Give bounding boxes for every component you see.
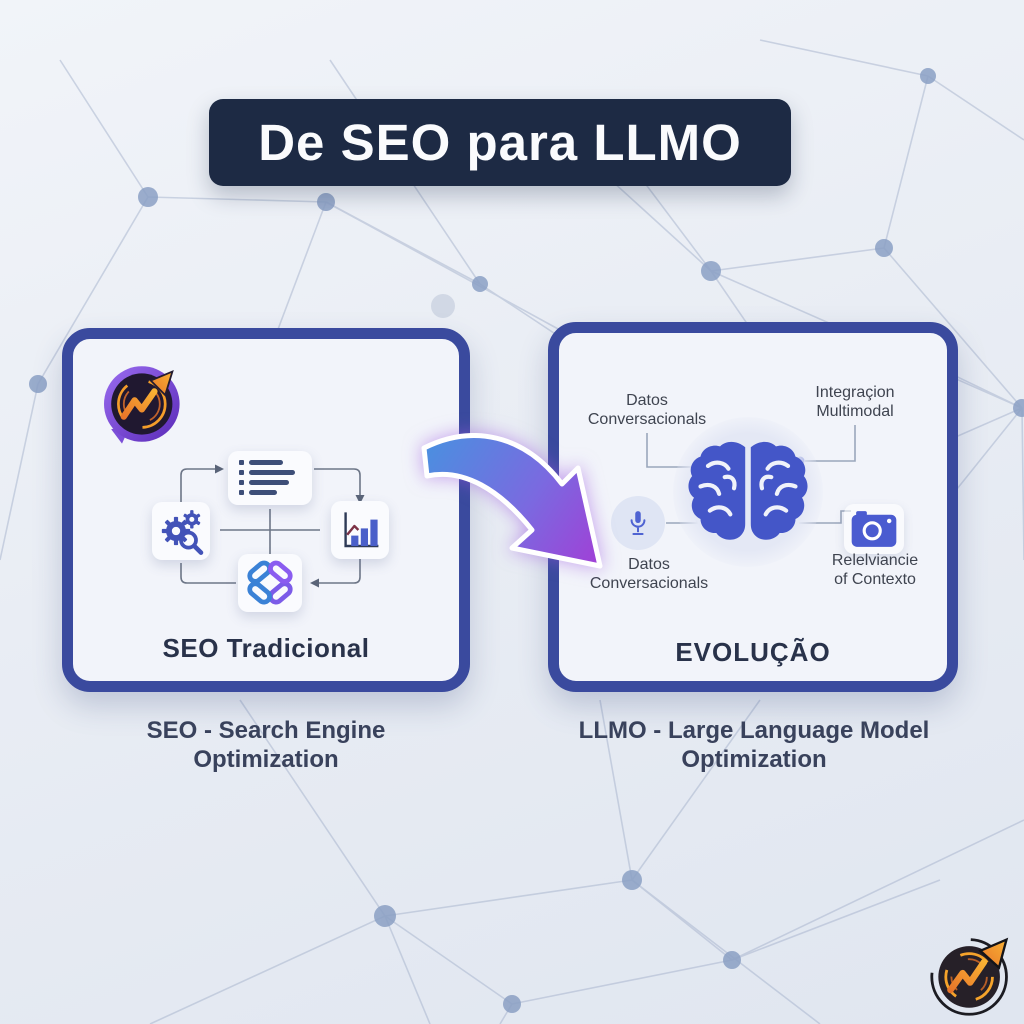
llmo-card: Datos Conversacionals Integraçion Multim… [548, 322, 958, 692]
seo-card: SEO Tradicional [62, 328, 470, 692]
feature-top-right-line2: Multimodal [816, 403, 894, 420]
gear-search-icon [152, 502, 210, 560]
page-title: De SEO para LLMO [258, 114, 742, 171]
feature-top-left-line2: Conversacionals [587, 411, 707, 428]
llmo-caption: LLMO - Large Language Model Optimization [548, 716, 960, 774]
microphone-icon [611, 496, 665, 550]
title-banner: De SEO para LLMO [209, 99, 791, 186]
seo-caption-line2: Optimization [193, 746, 339, 773]
brain-icon [688, 441, 808, 540]
brain-backdrop [673, 417, 823, 567]
seo-cycle-connectors [180, 464, 365, 588]
llmo-caption-line1: LLMO - Large Language Model [578, 717, 930, 744]
feature-label-bottom-left: Datos Conversacionals [579, 555, 719, 593]
camera-icon [844, 504, 904, 554]
growth-chat-logo-icon [104, 366, 180, 444]
llmo-caption-line2: Optimization [681, 746, 827, 773]
bar-chart-icon [331, 501, 389, 559]
seo-caption-line1: SEO - Search Engine [146, 717, 386, 744]
feature-bottom-left-line1: Datos [628, 556, 670, 573]
feature-bottom-right-line2: of Contexto [834, 571, 916, 588]
growth-logo-bottom-icon [930, 937, 1009, 1016]
checklist-icon [228, 451, 312, 505]
feature-bottom-right-line1: Relelviancie [831, 552, 919, 569]
llmo-card-label: EVOLUÇÃO [675, 637, 831, 667]
feature-label-top-left: Datos Conversacionals [577, 391, 717, 429]
feature-top-left-line1: Datos [626, 392, 668, 409]
feature-bottom-left-line2: Conversacionals [589, 575, 709, 592]
feature-label-top-right: Integraçion Multimodal [785, 383, 925, 421]
link-chain-icon [238, 554, 302, 612]
seo-caption: SEO - Search Engine Optimization [62, 716, 470, 774]
feature-label-bottom-right: Relelviancie of Contexto [805, 551, 945, 589]
evolution-arrow-icon [400, 418, 630, 608]
feature-top-right-line1: Integraçion [815, 384, 895, 401]
seo-card-label: SEO Tradicional [162, 633, 370, 663]
